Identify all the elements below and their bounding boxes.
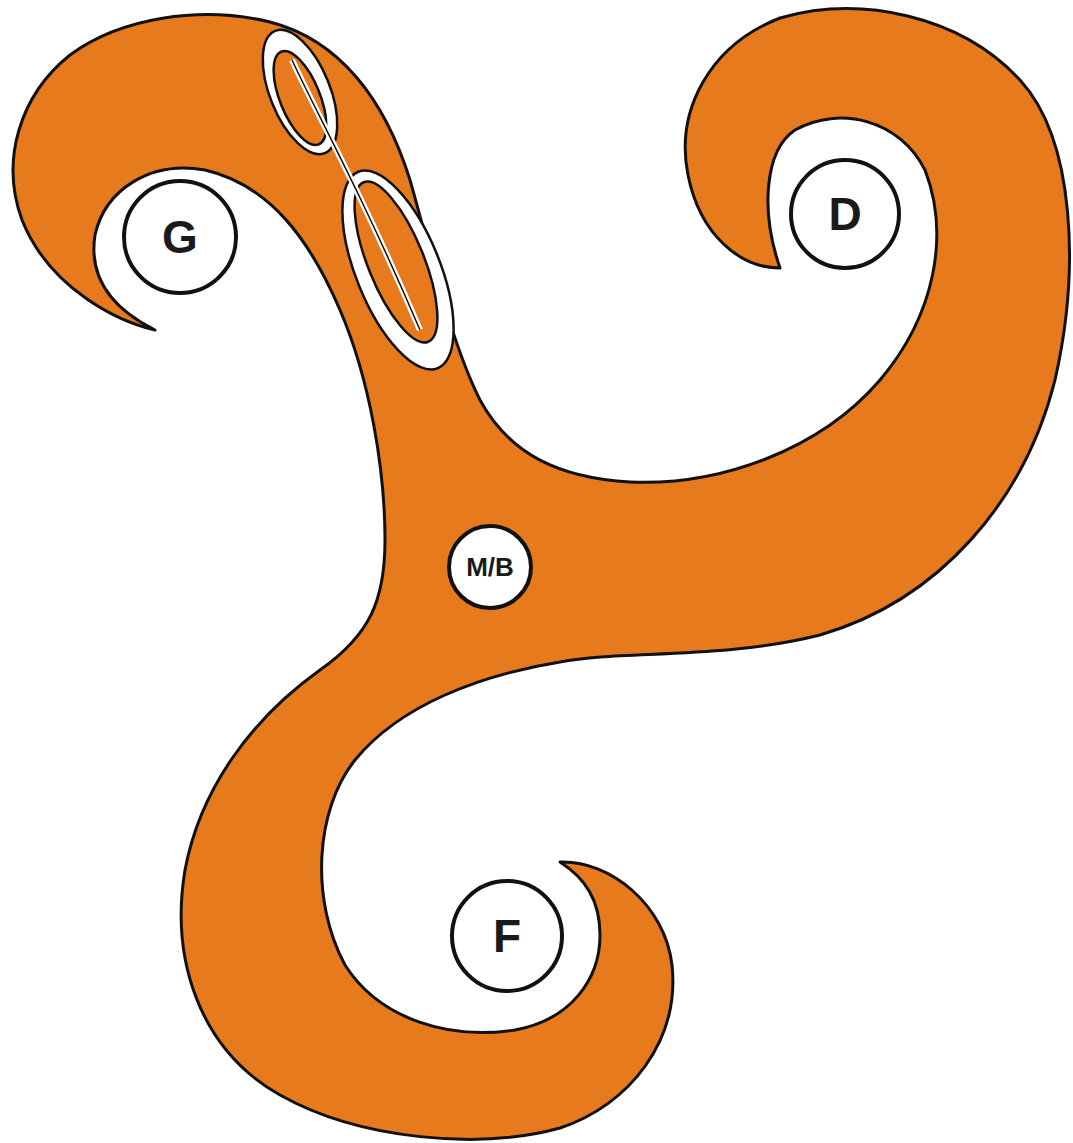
node-label: G [162,214,198,260]
node-label: M/B [466,554,514,580]
triskelion-shape [13,9,1069,1139]
ellipse-ornament [247,20,476,384]
circle-node: F [450,879,564,993]
node-label: F [493,913,521,959]
circle-node: D [789,158,901,270]
circle-node: G [122,179,238,295]
node-label: D [828,191,861,237]
circle-node: M/B [447,524,533,610]
